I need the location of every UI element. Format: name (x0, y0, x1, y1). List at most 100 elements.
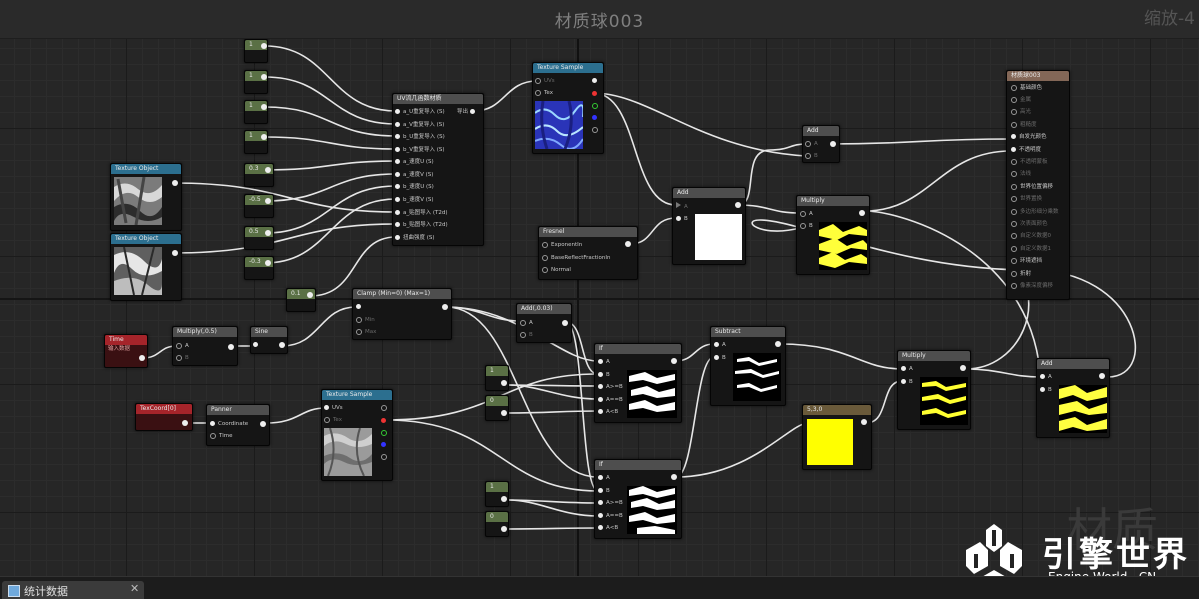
input-pin-a[interactable]: A (598, 358, 610, 366)
rgb-output-pin[interactable] (592, 77, 600, 85)
tex-input-pin[interactable]: Tex (324, 416, 342, 424)
input-pin-b[interactable]: B (676, 215, 688, 223)
tex-input-pin[interactable]: Tex (535, 89, 553, 97)
if-node[interactable]: If A B A>=B A==B A<B (594, 459, 682, 539)
output-pin[interactable] (172, 180, 178, 186)
output-pin[interactable] (260, 421, 266, 427)
output-pin[interactable] (261, 104, 267, 110)
world-position-offset-pin[interactable]: 世界位置偏移 (1011, 183, 1053, 191)
output-pin[interactable] (671, 358, 677, 364)
metallic-pin[interactable]: 金属 (1011, 96, 1031, 104)
multiply-node[interactable]: Multiply A B (796, 195, 870, 275)
custom-data1-pin[interactable]: 自定义数据1 (1011, 245, 1051, 253)
rgb-output-pin[interactable] (381, 404, 390, 412)
constant-node[interactable]: -0.3 (244, 256, 274, 280)
uvs-input-pin[interactable]: UVs (535, 77, 555, 85)
sine-node[interactable]: Sine (250, 326, 288, 354)
output-pin[interactable] (265, 198, 271, 204)
opacity-mask-pin[interactable]: 不透明蒙板 (1011, 158, 1048, 166)
r-output-pin[interactable] (381, 417, 389, 425)
output-pin[interactable] (960, 365, 966, 371)
uv-function-node[interactable]: UV流几函数材质 a_U重复导入 (S) a_V重复导入 (S) b_U重复导入… (392, 93, 484, 246)
input-pin-a-eq-b[interactable]: A==B (598, 512, 623, 520)
specular-pin[interactable]: 高光 (1011, 108, 1031, 116)
refraction-pin[interactable]: 折射 (1011, 270, 1031, 278)
output-pin[interactable] (671, 474, 677, 480)
output-pin[interactable] (265, 260, 271, 266)
output-pin[interactable] (307, 292, 313, 298)
output-pin[interactable] (775, 341, 781, 347)
color-constant-node[interactable]: 5,3,0 (802, 404, 872, 470)
constant-node[interactable]: 0.3 (244, 163, 274, 187)
custom-data0-pin[interactable]: 自定义数据0 (1011, 232, 1051, 240)
input-pin[interactable]: b_速度U (S) (395, 183, 434, 191)
input-pin[interactable]: b_V重复导入 (S) (395, 146, 445, 154)
world-displacement-pin[interactable]: 世界置换 (1011, 195, 1042, 203)
add-node[interactable]: Add A B (802, 125, 840, 163)
input-pin-b[interactable]: B (598, 371, 610, 379)
multiply-node[interactable]: Multiply(,0.5) A B (172, 326, 238, 366)
tessellation-pin[interactable]: 多边形细分乘数 (1011, 208, 1059, 216)
output-pin[interactable] (261, 74, 267, 80)
output-pin[interactable] (861, 419, 867, 425)
output-pin[interactable] (261, 134, 267, 140)
output-pin[interactable] (830, 141, 836, 147)
output-pin[interactable] (182, 420, 188, 426)
texture-sample-node[interactable]: Texture Sample UVs Tex (321, 389, 393, 481)
input-pin-a[interactable]: A (714, 341, 726, 349)
output-pin[interactable] (172, 250, 178, 256)
output-pin[interactable] (501, 380, 507, 386)
constant-node[interactable]: 1 (485, 481, 509, 507)
constant-node[interactable]: 0.5 (244, 226, 274, 250)
output-pin[interactable] (562, 320, 568, 326)
output-pin[interactable] (265, 230, 271, 236)
input-pin[interactable]: a_速度U (S) (395, 158, 434, 166)
texture-sample-node[interactable]: Texture Sample UVs Tex (532, 62, 604, 154)
input-pin-a[interactable]: A (800, 210, 813, 218)
time-input-pin[interactable]: Time (210, 432, 232, 440)
g-output-pin[interactable] (592, 102, 601, 110)
output-pin[interactable] (261, 43, 267, 49)
b-output-pin[interactable] (592, 114, 600, 122)
max-input-pin[interactable]: Max (356, 328, 376, 336)
clamp-node[interactable]: Clamp (Min=0) (Max=1) Min Max (352, 288, 452, 340)
opacity-pin[interactable]: 不透明度 (1011, 146, 1041, 154)
output-pin[interactable] (859, 210, 865, 216)
constant-node[interactable]: 1 (485, 365, 509, 391)
input-pin-a[interactable]: A (676, 202, 688, 211)
fresnel-node[interactable]: Fresnel ExponentIn BaseReflectFractionIn… (538, 226, 638, 280)
constant-node[interactable]: 1 (244, 100, 268, 124)
roughness-pin[interactable]: 粗糙度 (1011, 121, 1037, 129)
pixel-depth-offset-pin[interactable]: 像素深度偏移 (1011, 282, 1053, 290)
texture-object-node[interactable]: Texture Object (110, 163, 182, 231)
output-pin[interactable] (625, 241, 631, 247)
input-pin-b[interactable]: B (1040, 386, 1052, 394)
texcoord-node[interactable]: TexCoord[0] (135, 403, 193, 431)
panner-node[interactable]: Panner Coordinate Time (206, 404, 270, 446)
input-pin-b[interactable]: B (598, 487, 610, 495)
input-pin[interactable]: a_V重复导入 (S) (395, 121, 444, 129)
multiply-node[interactable]: Multiply A B (897, 350, 971, 430)
ambient-occlusion-pin[interactable]: 环境遮挡 (1011, 257, 1042, 265)
input-pin-a[interactable]: A (176, 342, 189, 350)
output-pin[interactable] (501, 526, 507, 532)
subsurface-color-pin[interactable]: 次表面颜色 (1011, 220, 1048, 228)
constant-node[interactable]: 1 (244, 130, 268, 154)
normal-pin[interactable]: 法线 (1011, 170, 1031, 178)
input-pin[interactable]: b_U重复导入 (S) (395, 133, 445, 141)
input-pin-b[interactable]: B (176, 354, 189, 362)
input-pin-b[interactable]: B (901, 378, 913, 386)
input-pin-a-lt-b[interactable]: A<B (598, 524, 618, 532)
r-output-pin[interactable] (592, 90, 600, 98)
constant-node[interactable]: 1 (244, 70, 268, 94)
stats-tab[interactable]: 统计数据 ✕ (2, 581, 144, 599)
input-pin[interactable]: 扭曲强度 (S) (395, 234, 435, 242)
output-pin[interactable] (279, 342, 285, 348)
a-output-pin[interactable] (381, 453, 390, 461)
exponent-input-pin[interactable]: ExponentIn (542, 241, 582, 249)
input-pin-b[interactable]: B (805, 152, 818, 160)
input-pin-a-eq-b[interactable]: A==B (598, 396, 623, 404)
constant-node[interactable]: 0 (485, 511, 509, 537)
add-node[interactable]: Add(,0.03) A B (516, 303, 572, 343)
